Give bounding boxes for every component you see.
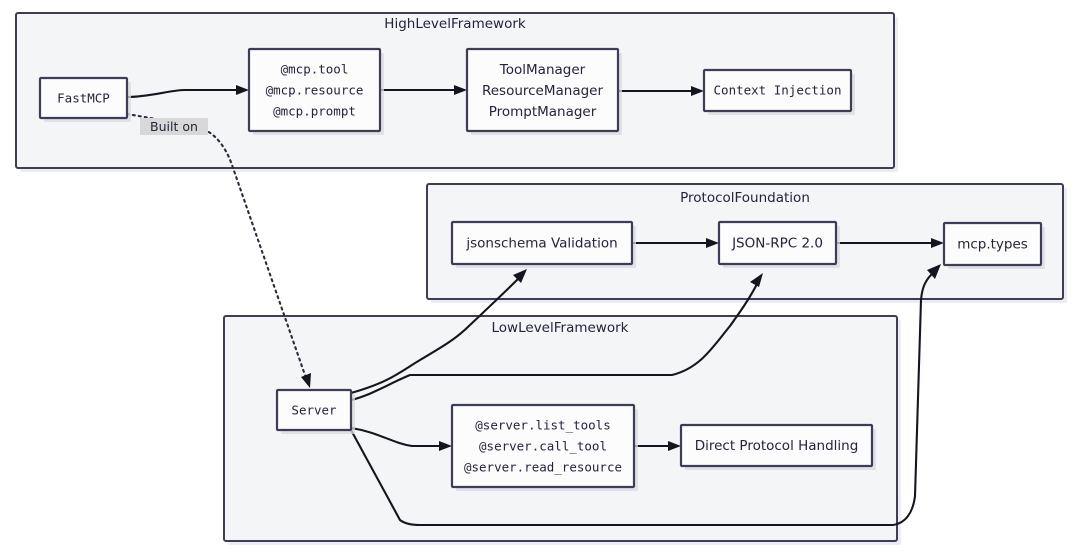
node-mcp-types[interactable]: mcp.types bbox=[942, 221, 1045, 269]
node-mcp-types-label: mcp.types bbox=[957, 237, 1028, 253]
node-server-decorators[interactable]: @server.list_tools @server.call_tool @se… bbox=[450, 403, 638, 491]
edge-server-to-jsonschema bbox=[350, 269, 527, 395]
edge-fastmcp-to-mcp-decorators bbox=[126, 85, 249, 99]
node-mcp-decorators-line-2: @mcp.resource bbox=[266, 83, 364, 98]
edge-server-to-server-decorators bbox=[350, 426, 452, 451]
node-server-decorators-line-2: @server.call_tool bbox=[479, 439, 607, 454]
edge-server-to-jsonrpc bbox=[350, 273, 763, 402]
cluster-protocol-foundation-label: ProtocolFoundation bbox=[680, 190, 810, 206]
node-direct-protocol-handling[interactable]: Direct Protocol Handling bbox=[679, 423, 876, 470]
node-jsonrpc[interactable]: JSON-RPC 2.0 bbox=[717, 220, 840, 268]
node-context-injection-label: Context Injection bbox=[714, 83, 842, 98]
node-server-label: Server bbox=[291, 403, 337, 418]
cluster-low-level-framework-label: LowLevelFramework bbox=[492, 320, 629, 336]
cluster-high-level-framework-label: HighLevelFramework bbox=[384, 16, 526, 32]
edge-jsonrpc-to-mcp-types bbox=[836, 238, 944, 248]
node-context-injection[interactable]: Context Injection bbox=[702, 68, 855, 115]
edge-server-decorators-to-direct-protocol bbox=[634, 441, 681, 451]
node-direct-protocol-handling-label: Direct Protocol Handling bbox=[695, 438, 859, 454]
node-server-decorators-line-3: @server.read_resource bbox=[464, 460, 622, 475]
node-managers-line-3: PromptManager bbox=[489, 104, 597, 120]
node-jsonschema-validation[interactable]: jsonschema Validation bbox=[450, 220, 636, 268]
node-fastmcp-label: FastMCP bbox=[57, 91, 110, 106]
edge-label-built-on: Built on bbox=[150, 119, 198, 134]
edge-fastmcp-to-server-built-on: Built on bbox=[125, 112, 311, 388]
node-mcp-decorators-line-3: @mcp.prompt bbox=[273, 104, 356, 119]
node-managers[interactable]: ToolManager ResourceManager PromptManage… bbox=[465, 47, 622, 135]
node-jsonschema-validation-label: jsonschema Validation bbox=[465, 236, 617, 252]
edge-jsonschema-to-jsonrpc bbox=[632, 238, 719, 248]
node-fastmcp[interactable]: FastMCP bbox=[38, 76, 131, 122]
node-mcp-decorators[interactable]: @mcp.tool @mcp.resource @mcp.prompt bbox=[247, 47, 384, 135]
edge-mcp-decorators-to-managers bbox=[380, 85, 467, 95]
edge-label-built-on-background bbox=[140, 118, 208, 135]
node-jsonrpc-label: JSON-RPC 2.0 bbox=[731, 236, 823, 252]
edge-server-to-mcp-types bbox=[350, 264, 941, 527]
node-server[interactable]: Server bbox=[275, 388, 355, 434]
node-managers-line-2: ResourceManager bbox=[482, 83, 604, 99]
edge-managers-to-context-injection bbox=[618, 86, 704, 96]
node-mcp-decorators-line-1: @mcp.tool bbox=[281, 62, 349, 77]
node-server-decorators-line-1: @server.list_tools bbox=[475, 418, 610, 433]
node-managers-line-1: ToolManager bbox=[499, 62, 586, 78]
